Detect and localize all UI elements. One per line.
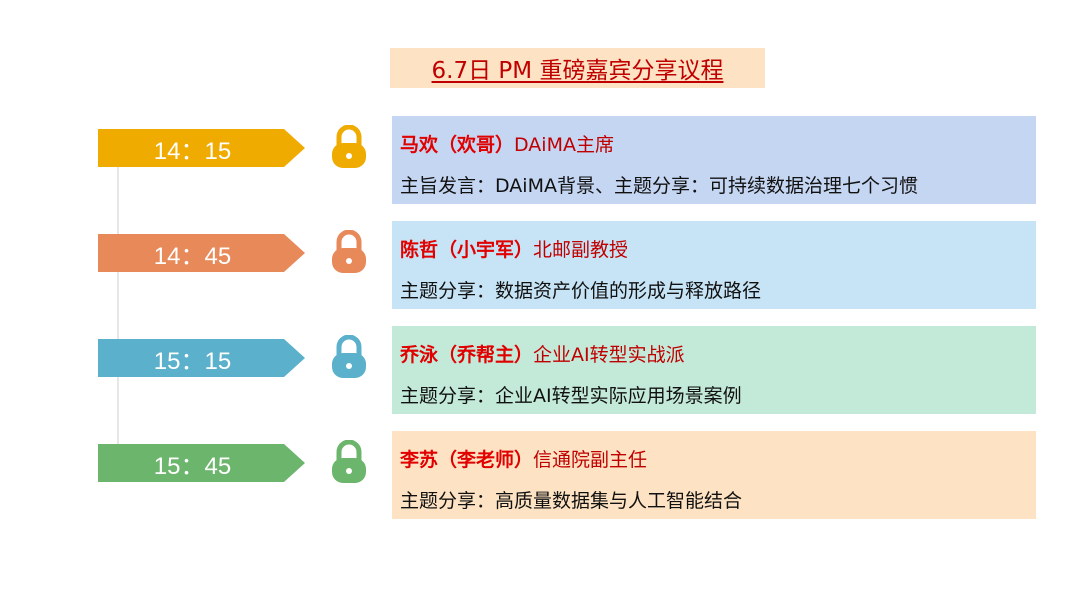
session-topic: 主旨发言：DAiMA背景、主题分享：可持续数据治理七个习惯 — [400, 175, 918, 197]
speaker-role: 北邮副教授 — [533, 239, 629, 261]
session-topic: 主题分享：高质量数据集与人工智能结合 — [400, 490, 743, 512]
timeline-line — [117, 166, 119, 450]
time-label: 15：45 — [153, 452, 232, 480]
session-topic: 主题分享：企业AI转型实际应用场景案例 — [400, 385, 742, 407]
speaker-role: DAiMA主席 — [514, 134, 614, 156]
time-tag: 14：45 — [98, 234, 305, 272]
speaker-name: 马欢（欢哥） — [400, 134, 515, 156]
session-card: 乔泳（乔帮主）企业AI转型实战派 主题分享：企业AI转型实际应用场景案例 — [392, 326, 1036, 414]
speaker-name: 乔泳（乔帮主） — [400, 344, 534, 366]
time-label: 15：15 — [153, 347, 232, 375]
time-label: 14：45 — [153, 242, 232, 270]
session-card: 马欢（欢哥）DAiMA主席 主旨发言：DAiMA背景、主题分享：可持续数据治理七… — [392, 116, 1036, 204]
session-card: 陈哲（小宇军）北邮副教授 主题分享：数据资产价值的形成与释放路径 — [392, 221, 1036, 309]
time-tag: 15：15 — [98, 339, 305, 377]
lock-icon — [332, 335, 366, 378]
agenda-title-text: 6.7日 PM 重磅嘉宾分享议程 — [431, 58, 724, 84]
agenda-title: 6.7日 PM 重磅嘉宾分享议程 — [390, 48, 765, 88]
lock-icon — [332, 440, 366, 483]
speaker-name: 陈哲（小宇军） — [400, 239, 534, 261]
speaker-name: 李苏（李老师） — [400, 449, 534, 471]
lock-icon — [332, 230, 366, 273]
lock-icon — [332, 125, 366, 168]
time-tag: 14：15 — [98, 129, 305, 167]
time-label: 14：15 — [153, 137, 232, 165]
speaker-role: 企业AI转型实战派 — [533, 344, 685, 366]
session-card: 李苏（李老师）信通院副主任 主题分享：高质量数据集与人工智能结合 — [392, 431, 1036, 519]
time-tag: 15：45 — [98, 444, 305, 482]
speaker-role: 信通院副主任 — [533, 449, 648, 471]
session-topic: 主题分享：数据资产价值的形成与释放路径 — [400, 280, 762, 302]
